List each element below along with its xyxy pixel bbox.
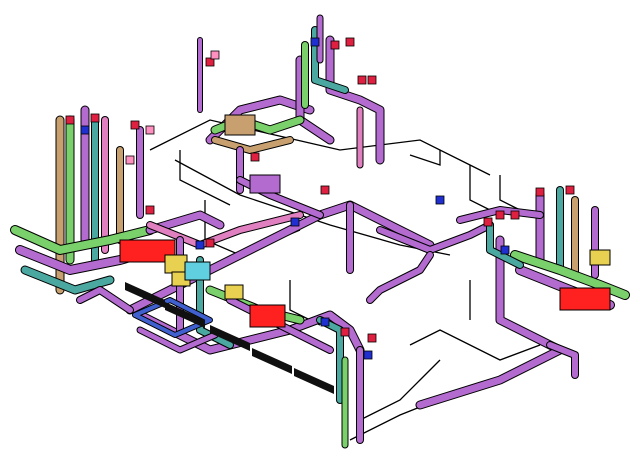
line-right-down: [409, 150, 441, 166]
valve-20: [495, 210, 505, 220]
valve-12: [367, 75, 377, 85]
heater-right: [559, 287, 611, 311]
box-top-left: [224, 114, 256, 136]
valve-15: [290, 217, 300, 227]
valve-26: [340, 327, 350, 337]
valve-7: [210, 50, 220, 60]
valve-10: [345, 37, 355, 47]
valve-4: [145, 125, 155, 135]
rack-4: [252, 348, 292, 374]
frame-left-base-2: [137, 327, 218, 353]
rack-2: [165, 302, 205, 328]
valve-28: [363, 350, 373, 360]
valve-3: [130, 120, 140, 130]
unit-yellow-3: [224, 284, 244, 300]
pipe-left-to-center: [146, 211, 224, 234]
valve-8: [310, 37, 320, 47]
valve-9: [330, 40, 340, 50]
heater-left: [119, 239, 176, 263]
valve-14: [320, 185, 330, 195]
pipe-left-bottom: [77, 287, 133, 313]
pipe-right-teal: [487, 222, 523, 268]
unit-yellow-right: [589, 249, 611, 266]
unit-cyan: [184, 261, 211, 281]
rack-3: [210, 325, 250, 351]
box-upper-mid: [249, 174, 281, 194]
pipe-top-teal: [312, 27, 348, 93]
pipe-mid-pink: [147, 212, 303, 248]
pipe-left-green-header: [11, 226, 154, 254]
pipe-right-drop: [367, 252, 433, 303]
valve-1: [65, 115, 75, 125]
pipe-right-upper: [457, 207, 543, 223]
rack-1: [125, 282, 165, 308]
pipe-right-loop: [416, 236, 564, 409]
valve-29: [125, 155, 135, 165]
valve-2: [90, 113, 100, 123]
valve-17: [205, 238, 215, 248]
heater-center: [249, 304, 286, 328]
unit-yellow-1: [164, 254, 188, 274]
valve-13: [250, 152, 260, 162]
pipe-right-return: [547, 342, 578, 378]
valve-19: [483, 217, 493, 227]
pipe-left-teal-header: [21, 266, 114, 294]
pipe-right-feed: [377, 222, 493, 253]
pipe-top-right: [326, 36, 384, 164]
valve-22: [500, 245, 510, 255]
pipe-upper-tan-run: [212, 137, 293, 153]
valve-5: [80, 125, 90, 135]
valve-27: [367, 333, 377, 343]
valves: [65, 37, 575, 360]
valve-24: [565, 185, 575, 195]
valve-30: [145, 205, 155, 215]
pipe-right-green-header: [511, 251, 629, 299]
valve-23: [535, 187, 545, 197]
line-lower-loop: [409, 329, 541, 361]
equipment: [119, 114, 611, 394]
line-left-vertical: [179, 150, 231, 206]
valve-25: [320, 317, 330, 327]
valve-11: [357, 75, 367, 85]
line-right-mid: [499, 175, 521, 211]
frame-left-base: [133, 298, 212, 337]
line-bottom-left: [359, 359, 441, 421]
valve-6: [205, 57, 215, 67]
rack-5: [294, 368, 334, 394]
valve-21: [510, 210, 520, 220]
valve-18: [435, 195, 445, 205]
pipe-mid-teal: [197, 257, 233, 348]
valve-16: [195, 240, 205, 250]
